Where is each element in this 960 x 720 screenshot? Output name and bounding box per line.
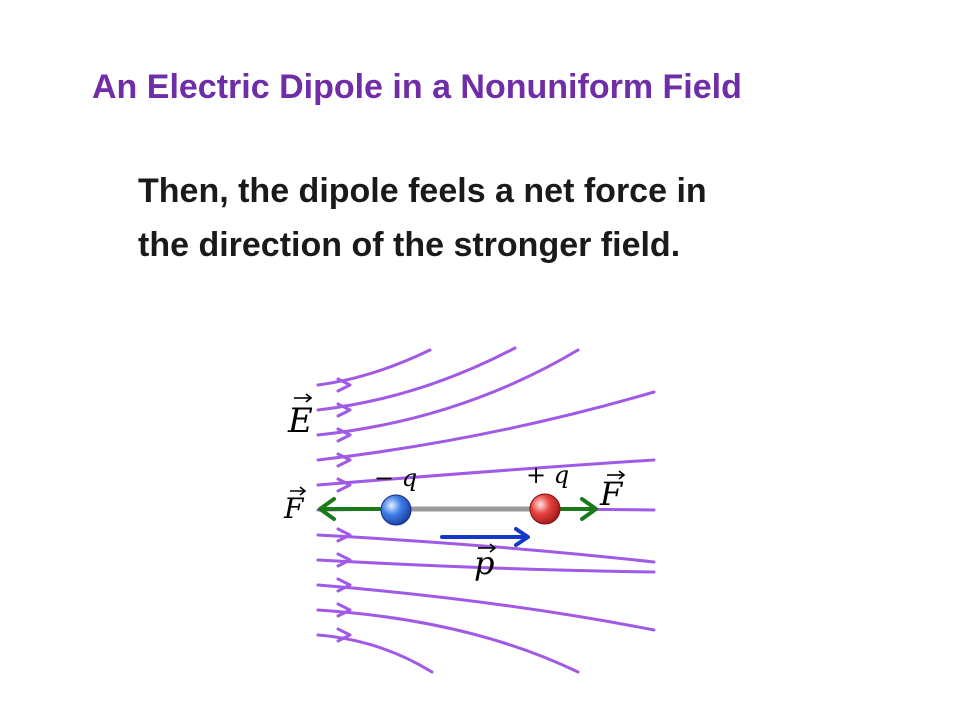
positive-charge-sphere: [529, 493, 561, 525]
field-line: [316, 633, 434, 674]
field-arrowhead: [336, 552, 352, 568]
dipole-moment-arrow: [440, 527, 530, 547]
field-line: [316, 583, 656, 632]
force-arrow-left: [318, 497, 382, 521]
field-line: [316, 458, 656, 487]
slide-title: An Electric Dipole in a Nonuniform Field: [92, 68, 742, 106]
field-arrowhead: [336, 577, 352, 593]
force-label-left-group: F: [283, 486, 307, 525]
vector-arrow-icon: [478, 543, 497, 553]
field-arrowhead: [336, 602, 352, 618]
field-arrowhead: [336, 627, 352, 643]
negative-charge-label: − q: [374, 464, 417, 492]
field-label-group: E: [287, 393, 313, 441]
vector-arrow-icon: [607, 470, 626, 480]
field-label: E: [287, 401, 313, 441]
dipole-moment-label-group: p: [474, 543, 497, 582]
field-arrowhead: [336, 452, 352, 468]
field-arrowhead: [336, 527, 352, 543]
body-line-1: Then, the dipole feels a net force in: [138, 172, 707, 210]
field-arrowhead: [336, 477, 352, 493]
field-arrowhead: [336, 427, 352, 443]
force-label-left: F: [283, 492, 305, 525]
vector-arrow-icon: [294, 393, 313, 403]
negative-charge-sphere: [380, 494, 412, 526]
body-text: Then, the dipole feels a net force in th…: [138, 164, 858, 272]
field-line: [316, 390, 656, 462]
vector-arrow-icon: [290, 486, 307, 496]
force-arrow-right: [558, 497, 598, 521]
dipole-moment-label: p: [474, 544, 494, 582]
field-arrowhead: [336, 377, 352, 393]
field-line: [316, 608, 580, 674]
body-line-2: the direction of the stronger field.: [138, 226, 681, 264]
force-label-right: F: [599, 475, 624, 513]
field-line: [316, 348, 432, 387]
positive-charge-label: + q: [526, 461, 569, 489]
field-line: [316, 348, 580, 437]
force-label-right-group: F: [599, 470, 626, 513]
field-arrowhead: [336, 402, 352, 418]
field-arrowheads: [336, 377, 352, 643]
field-line: [316, 558, 656, 574]
